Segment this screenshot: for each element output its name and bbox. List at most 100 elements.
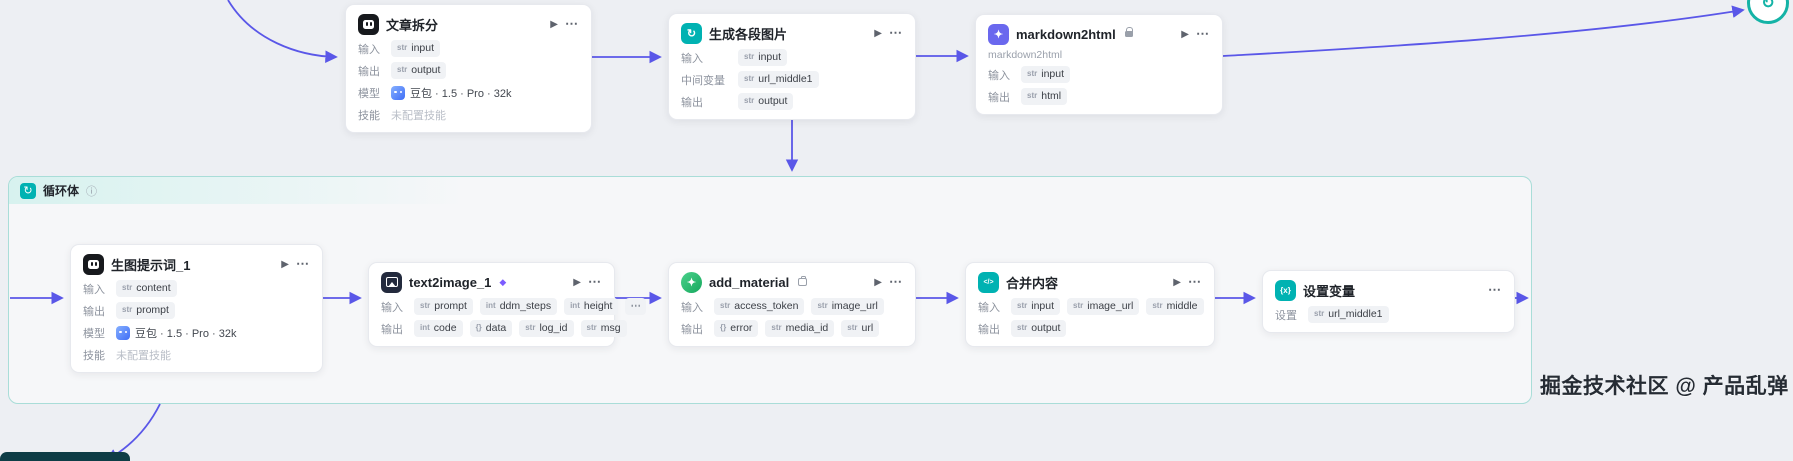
type-string-icon: str [744,74,755,84]
loop-title: 循环体 [43,184,80,198]
node-menu-button[interactable]: ⋯ [588,274,602,289]
lock-icon [1124,27,1134,37]
run-node-button[interactable]: ▶ [281,258,289,270]
node-title: text2image_1 [409,274,492,290]
type-string-icon: str [744,96,755,106]
param-name: prompt [136,303,169,316]
param-name: image_url [831,299,878,312]
plugin-icon: ✦ [988,23,1009,45]
model-value: 豆包 · 1.5 · Pro · 32k [391,85,511,101]
type-string-icon: str [397,65,408,75]
watermark-text: 掘金技术社区 @ 产品乱弹 [1540,375,1789,398]
type-string-icon: str [1152,301,1163,311]
type-int-icon: int [570,301,580,311]
loop-icon: ↻ [20,182,36,199]
param-name: media_id [785,321,829,334]
row-label: 模型 [358,87,380,100]
run-node-button[interactable]: ▶ [874,27,882,39]
row-label: 输入 [988,69,1010,82]
run-node-button[interactable]: ▶ [874,276,882,288]
node-title: markdown2html [1016,26,1116,42]
row-label: 输入 [358,43,380,56]
row-label: 输出 [358,65,380,78]
row-label: 输出 [988,91,1010,104]
type-int-icon: int [485,301,496,311]
node-menu-button[interactable]: ⋯ [1488,282,1502,297]
node-menu-button[interactable]: ⋯ [296,256,310,271]
param-name: middle [1166,299,1198,312]
param-tag: {}data [469,320,513,337]
edge-md2html-exit [1222,5,1745,57]
run-node-button[interactable]: ▶ [1181,28,1189,40]
run-node-button[interactable]: ▶ [573,276,581,288]
param-name: input [758,50,782,63]
param-name: image_url [1087,299,1134,312]
param-name: height [583,299,613,312]
type-string-icon: str [420,301,431,311]
param-name: access_token [734,299,799,312]
skill-row: 技能 未配置技能 [83,346,310,363]
end-node-loop-icon[interactable]: ↻ [1747,0,1789,24]
more-params-icon[interactable]: ⋯ [625,298,646,315]
plugin-badge-icon [798,276,808,286]
run-node-button[interactable]: ▶ [1173,276,1181,288]
node-menu-button[interactable]: ⋯ [889,274,903,289]
param-name: input [411,41,435,54]
node-subtitle: markdown2html [988,49,1063,61]
llm-bot-icon [358,13,379,35]
param-name: log_id [539,321,568,334]
node-menu-button[interactable]: ⋯ [1188,274,1202,289]
type-int-icon: int [420,323,430,333]
partial-node-bottom-left[interactable] [0,452,130,461]
image-plugin-icon [381,271,402,293]
loop-header[interactable]: ↻ 循环体 ⓘ [9,177,1531,204]
code-icon: </> [978,271,999,293]
node-menu-button[interactable]: ⋯ [889,25,903,40]
row-label: 设置 [1275,309,1297,322]
param-name: html [1041,89,1062,102]
param-name: msg [600,321,621,334]
row-label: 输出 [978,323,1000,336]
row-label: 中间变量 [681,74,725,87]
node-menu-button[interactable]: ⋯ [565,16,579,31]
node-markdown2html[interactable]: ✦ markdown2html ▶ ⋯ markdown2html 输入 str… [975,14,1223,115]
model-value: 豆包 · 1.5 · Pro · 32k [116,325,236,341]
row-label: 输入 [978,301,1000,314]
param-name: input [1031,299,1055,312]
type-string-icon: str [847,323,858,333]
param-name: ddm_steps [499,299,552,312]
param-name: url [861,321,874,334]
type-string-icon: str [1017,301,1028,311]
param-name: url_middle1 [758,72,813,85]
info-icon[interactable]: ⓘ [86,185,98,198]
model-row: 模型 豆包 · 1.5 · Pro · 32k [358,84,579,101]
node-menu-button[interactable]: ⋯ [1196,26,1210,41]
skill-row: 技能 未配置技能 [358,106,579,123]
node-title: 设置变量 [1303,283,1356,299]
run-node-button[interactable]: ▶ [550,18,558,30]
type-string-icon: str [1017,323,1028,333]
row-label: 输入 [681,301,703,314]
